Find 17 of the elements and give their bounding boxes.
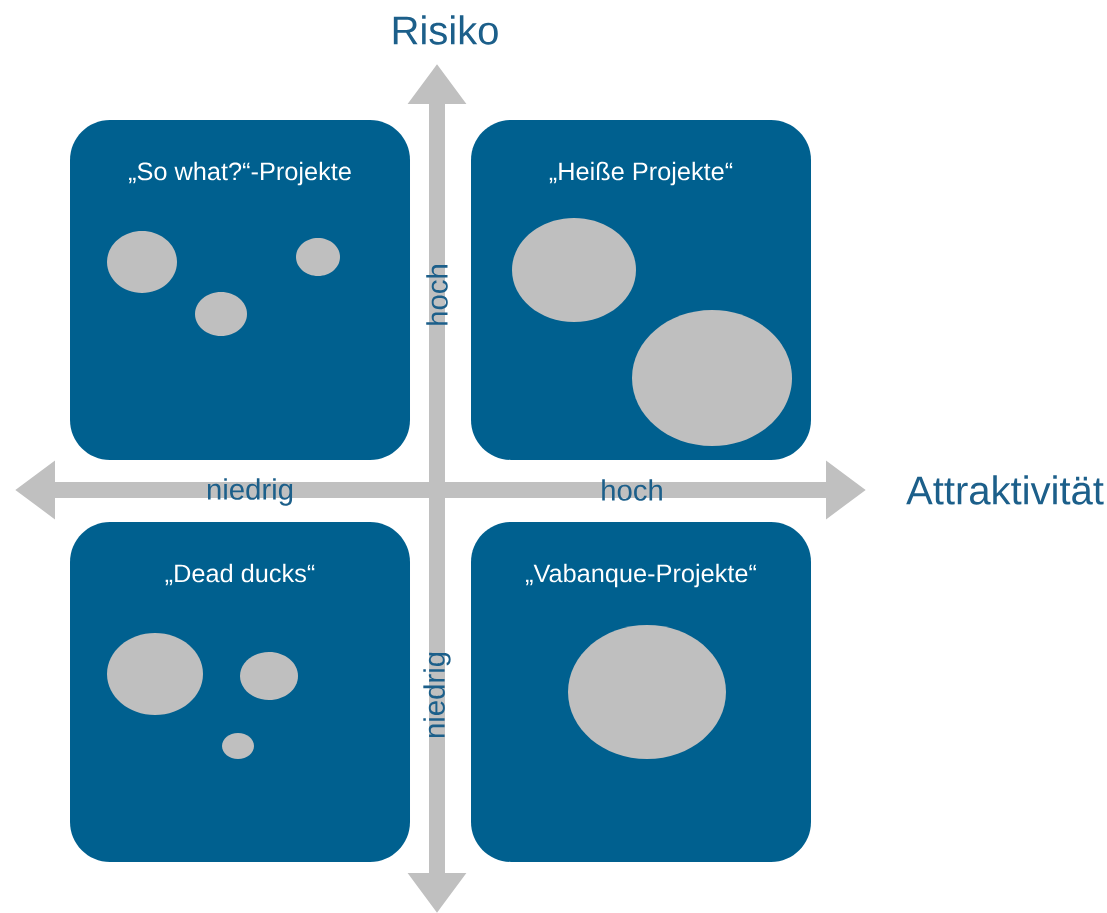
- bubble: [107, 231, 177, 293]
- bubble: [512, 218, 636, 322]
- bubble: [240, 652, 298, 700]
- axis-label: niedrig: [423, 652, 451, 738]
- axis-label: niedrig: [207, 478, 293, 506]
- bubble: [107, 633, 203, 715]
- quadrant-box: „Dead ducks“: [70, 522, 410, 862]
- bubble: [195, 292, 247, 336]
- axis-label: hoch: [602, 479, 662, 501]
- axis-title: Risiko: [393, 15, 498, 45]
- quadrant-box: „So what?“-Projekte: [70, 120, 410, 460]
- bubble: [632, 310, 792, 446]
- axis-label: hoch: [426, 265, 448, 325]
- axis-title: Attraktivität: [906, 475, 1104, 505]
- bubble: [222, 733, 254, 759]
- bubble: [568, 625, 726, 759]
- bubble: [296, 238, 340, 276]
